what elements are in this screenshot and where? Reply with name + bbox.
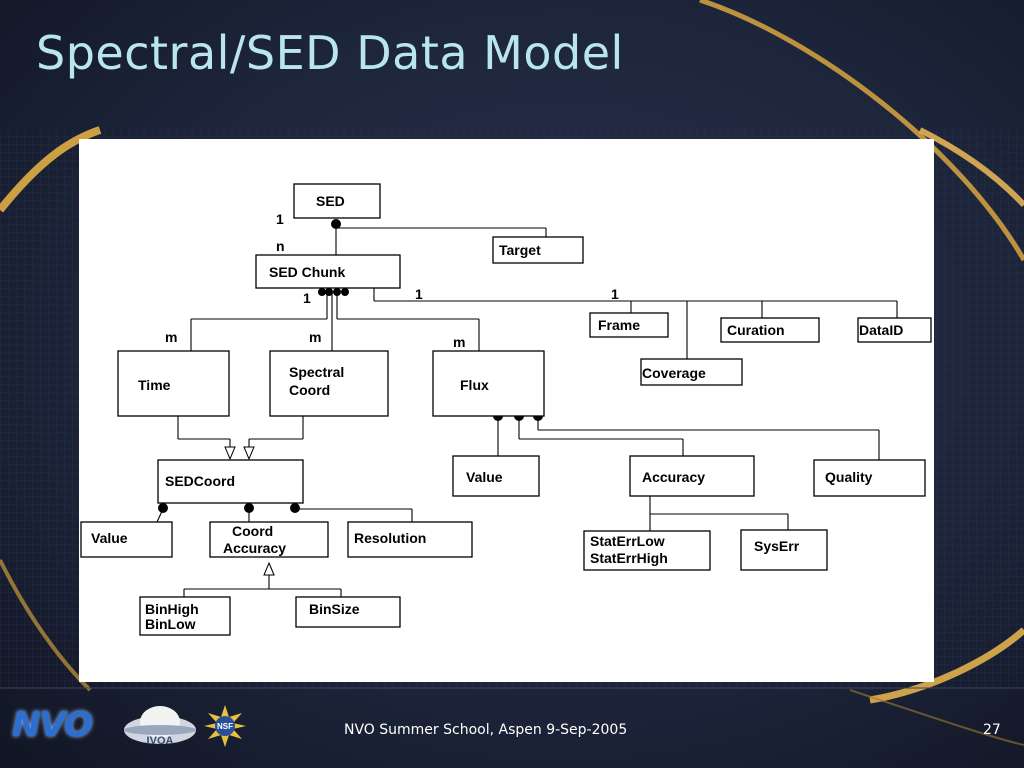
spectral-multiplicity-m: m (309, 329, 321, 345)
nvo-logo-text: NVO (12, 705, 93, 745)
nsf-logo-graphic: NSF (204, 705, 246, 747)
ivoa-logo-graphic: IVOA (124, 706, 196, 747)
value-flux-box (452, 455, 540, 497)
spectral-coord-label-2: Coord (289, 382, 330, 398)
spectral-coord-box (269, 350, 389, 417)
slide-title: Spectral/SED Data Model (36, 26, 624, 80)
target-box (492, 236, 584, 264)
sedcoord-box (157, 459, 304, 504)
sed-data-model-diagram: SED Target SED Chunk Frame Curation Data… (80, 183, 932, 636)
accuracy-box (629, 455, 755, 497)
time-box (117, 350, 230, 417)
binlow-label: BinLow (145, 616, 196, 632)
quality-label: Quality (825, 469, 873, 485)
binhigh-binlow-box (139, 596, 231, 636)
dataid-box (857, 317, 932, 343)
nvo-logo: NVO (12, 705, 112, 749)
accuracy-label: Accuracy (642, 469, 705, 485)
curation-box (720, 317, 820, 343)
value-left-label: Value (91, 530, 128, 546)
sed-label: SED (316, 193, 345, 209)
quality-box (813, 459, 926, 497)
spectral-coord-label-1: Spectral (289, 364, 344, 380)
coord-accuracy-box (209, 521, 329, 558)
flux-label: Flux (460, 377, 489, 393)
time-label: Time (138, 377, 171, 393)
coverage-box (640, 358, 743, 386)
target-label: Target (499, 242, 541, 258)
dataid-label: DataID (859, 322, 903, 338)
binsize-box (295, 596, 401, 628)
nsf-logo-text: NSF (217, 722, 233, 731)
frame-label: Frame (598, 317, 640, 333)
page-number: 27 (983, 722, 1001, 738)
value-flux-label: Value (466, 469, 503, 485)
slide-footer: NVO Summer School, Aspen 9-Sep-2005 (344, 722, 628, 738)
binsize-label: BinSize (309, 601, 360, 617)
flux-box (432, 350, 545, 417)
connector-lines (156, 219, 898, 597)
staterrlow-label: StatErrLow (590, 533, 665, 549)
chunk-multiplicity-one-left: 1 (303, 290, 311, 306)
resolution-label: Resolution (354, 530, 426, 546)
coord-accuracy-label-1: Coord (232, 523, 273, 539)
sed-chunk-box (255, 254, 401, 289)
multiplicity-labels: 1 n 1 1 1 m m m (165, 211, 619, 350)
ivoa-logo-text: IVOA (147, 735, 174, 747)
sedcoord-label: SEDCoord (165, 473, 235, 489)
chunk-multiplicity-one-right: 1 (611, 286, 619, 302)
sed-multiplicity-one: 1 (276, 211, 284, 227)
coord-accuracy-label-2: Accuracy (223, 540, 286, 556)
value-left-box (80, 521, 173, 558)
resolution-box (347, 521, 473, 558)
coverage-label: Coverage (642, 365, 706, 381)
staterrhigh-label: StatErrHigh (590, 550, 668, 566)
nsf-logo: NSF (204, 705, 246, 747)
time-multiplicity-m: m (165, 329, 177, 345)
syserr-label: SysErr (754, 538, 800, 554)
flux-multiplicity-m: m (453, 334, 465, 350)
staterr-box (583, 530, 711, 571)
diagram-boxes (80, 183, 932, 636)
syserr-box (740, 529, 828, 571)
sed-box (293, 183, 381, 219)
sed-chunk-label: SED Chunk (269, 264, 345, 280)
diagram-panel: SED Target SED Chunk Frame Curation Data… (79, 139, 934, 682)
chunk-multiplicity-one-mid: 1 (415, 286, 423, 302)
frame-box (589, 312, 669, 338)
curation-label: Curation (727, 322, 785, 338)
chunk-multiplicity-n: n (276, 238, 285, 254)
ivoa-logo: IVOA (122, 704, 198, 750)
binhigh-label: BinHigh (145, 601, 199, 617)
diagram-labels: SED Target SED Chunk Frame Curation Data… (91, 193, 903, 632)
